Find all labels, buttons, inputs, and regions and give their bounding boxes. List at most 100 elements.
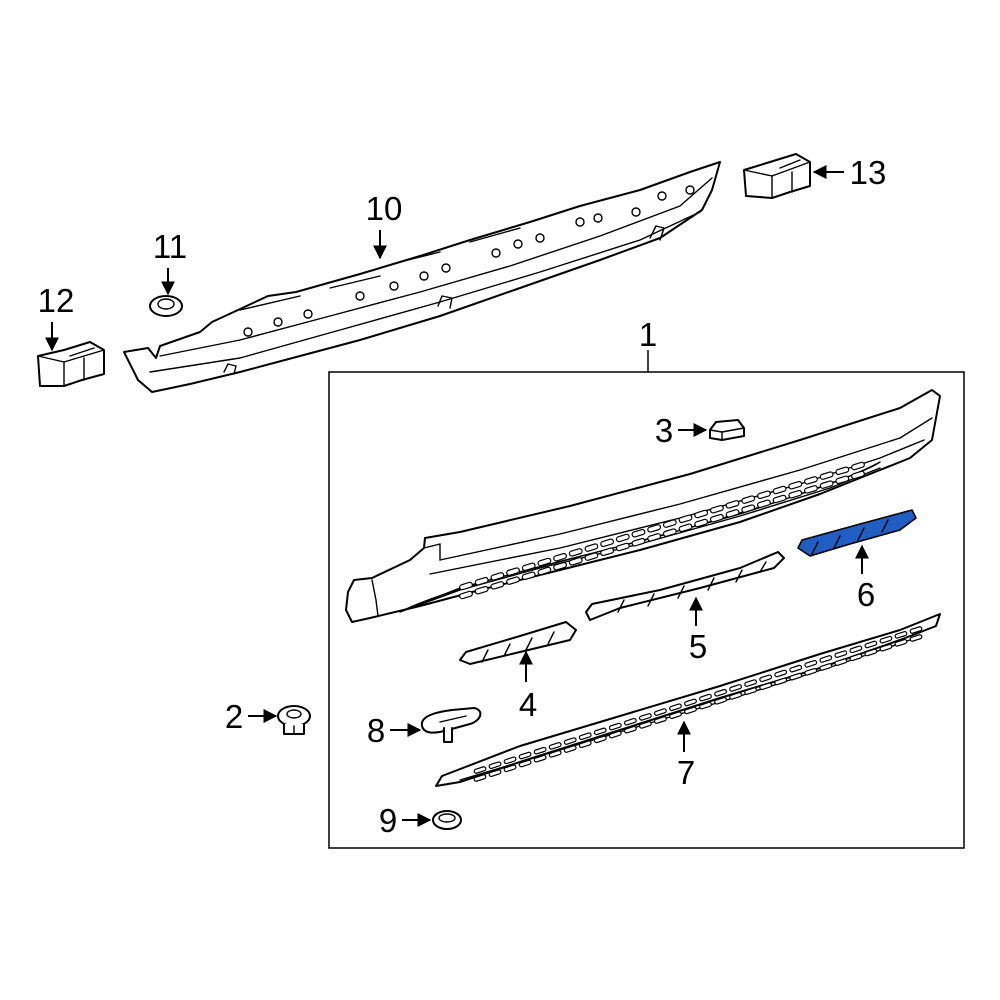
slot	[638, 713, 652, 721]
slot	[756, 490, 771, 500]
slot	[459, 581, 473, 591]
slot	[879, 643, 893, 652]
slot	[678, 514, 693, 524]
slot	[788, 480, 803, 490]
slot	[608, 730, 622, 739]
slot	[669, 703, 682, 712]
callout-13: 13	[850, 154, 887, 191]
slot	[662, 519, 677, 528]
slot	[608, 722, 622, 731]
slot	[600, 547, 615, 557]
slot	[804, 476, 818, 485]
slot	[537, 566, 552, 576]
slot	[756, 499, 771, 509]
slot	[759, 674, 773, 683]
slot	[537, 557, 552, 567]
slot	[647, 533, 662, 542]
slot	[473, 774, 487, 782]
part-5-step-pad[interactable]	[585, 551, 785, 621]
slot	[548, 742, 562, 750]
callout-2: 2	[225, 698, 243, 735]
slot	[725, 500, 740, 509]
slot	[684, 698, 697, 707]
slot	[714, 688, 727, 697]
slot	[563, 737, 577, 745]
callout-8: 8	[367, 712, 385, 749]
slot	[654, 708, 667, 716]
slot	[631, 537, 646, 547]
part-1-running-board[interactable]	[345, 389, 941, 623]
callout-6: 6	[857, 576, 875, 613]
slot	[804, 485, 818, 494]
slot	[578, 740, 592, 749]
slot	[789, 672, 803, 681]
part-12-clip[interactable]	[37, 341, 105, 387]
slot	[709, 504, 724, 514]
slot	[819, 480, 834, 489]
slot	[521, 571, 536, 581]
slot	[835, 466, 850, 476]
callout-4: 4	[519, 686, 537, 723]
slot	[694, 518, 709, 528]
slot	[503, 756, 517, 765]
slot	[864, 648, 878, 657]
slot	[678, 523, 693, 533]
part-4-step-pad[interactable]	[459, 621, 577, 665]
slot	[503, 764, 517, 773]
slot	[834, 658, 848, 666]
slot	[725, 509, 740, 518]
part-3-clip[interactable]	[709, 419, 745, 441]
slot	[851, 470, 865, 480]
slot	[548, 750, 562, 758]
slot	[819, 655, 833, 663]
slot	[623, 717, 637, 726]
slot	[849, 653, 863, 662]
slot	[584, 552, 599, 561]
slot	[474, 585, 489, 595]
slot	[568, 557, 583, 566]
part-10-reinforcement[interactable]	[123, 161, 721, 393]
part-7-trim-strip[interactable]	[435, 613, 941, 787]
slot	[835, 475, 850, 485]
slot	[819, 471, 834, 480]
slot	[600, 538, 615, 548]
slot	[518, 759, 532, 768]
slot	[490, 572, 505, 581]
slot	[788, 489, 803, 499]
slot	[774, 677, 788, 686]
part-2-nut[interactable]	[277, 705, 311, 735]
slot	[894, 631, 908, 639]
slot	[669, 711, 682, 720]
slot	[533, 746, 547, 755]
slot	[804, 667, 818, 676]
part-9-grommet[interactable]	[432, 810, 462, 830]
slot	[894, 639, 908, 647]
slot	[578, 732, 592, 741]
slot	[473, 766, 487, 774]
callout-1: 1	[639, 316, 657, 353]
part-6-step-pad[interactable]	[797, 509, 917, 557]
slot	[699, 701, 712, 710]
callout-11: 11	[153, 228, 187, 265]
slot	[533, 754, 547, 763]
part-8-bracket[interactable]	[420, 707, 482, 743]
slot	[654, 716, 667, 724]
slot	[506, 576, 520, 585]
slot	[488, 769, 502, 777]
slot	[631, 528, 646, 538]
callout-7: 7	[677, 754, 695, 791]
slot	[459, 590, 473, 600]
slot	[741, 495, 756, 504]
slot	[521, 562, 536, 572]
slot	[729, 684, 742, 692]
slot	[490, 581, 505, 590]
part-11-grommet[interactable]	[149, 295, 183, 317]
assembly-frame	[328, 371, 965, 849]
slot	[593, 735, 607, 744]
slot	[638, 721, 652, 729]
slot	[879, 635, 893, 644]
part-13-clip[interactable]	[743, 153, 811, 199]
slot	[759, 682, 773, 691]
